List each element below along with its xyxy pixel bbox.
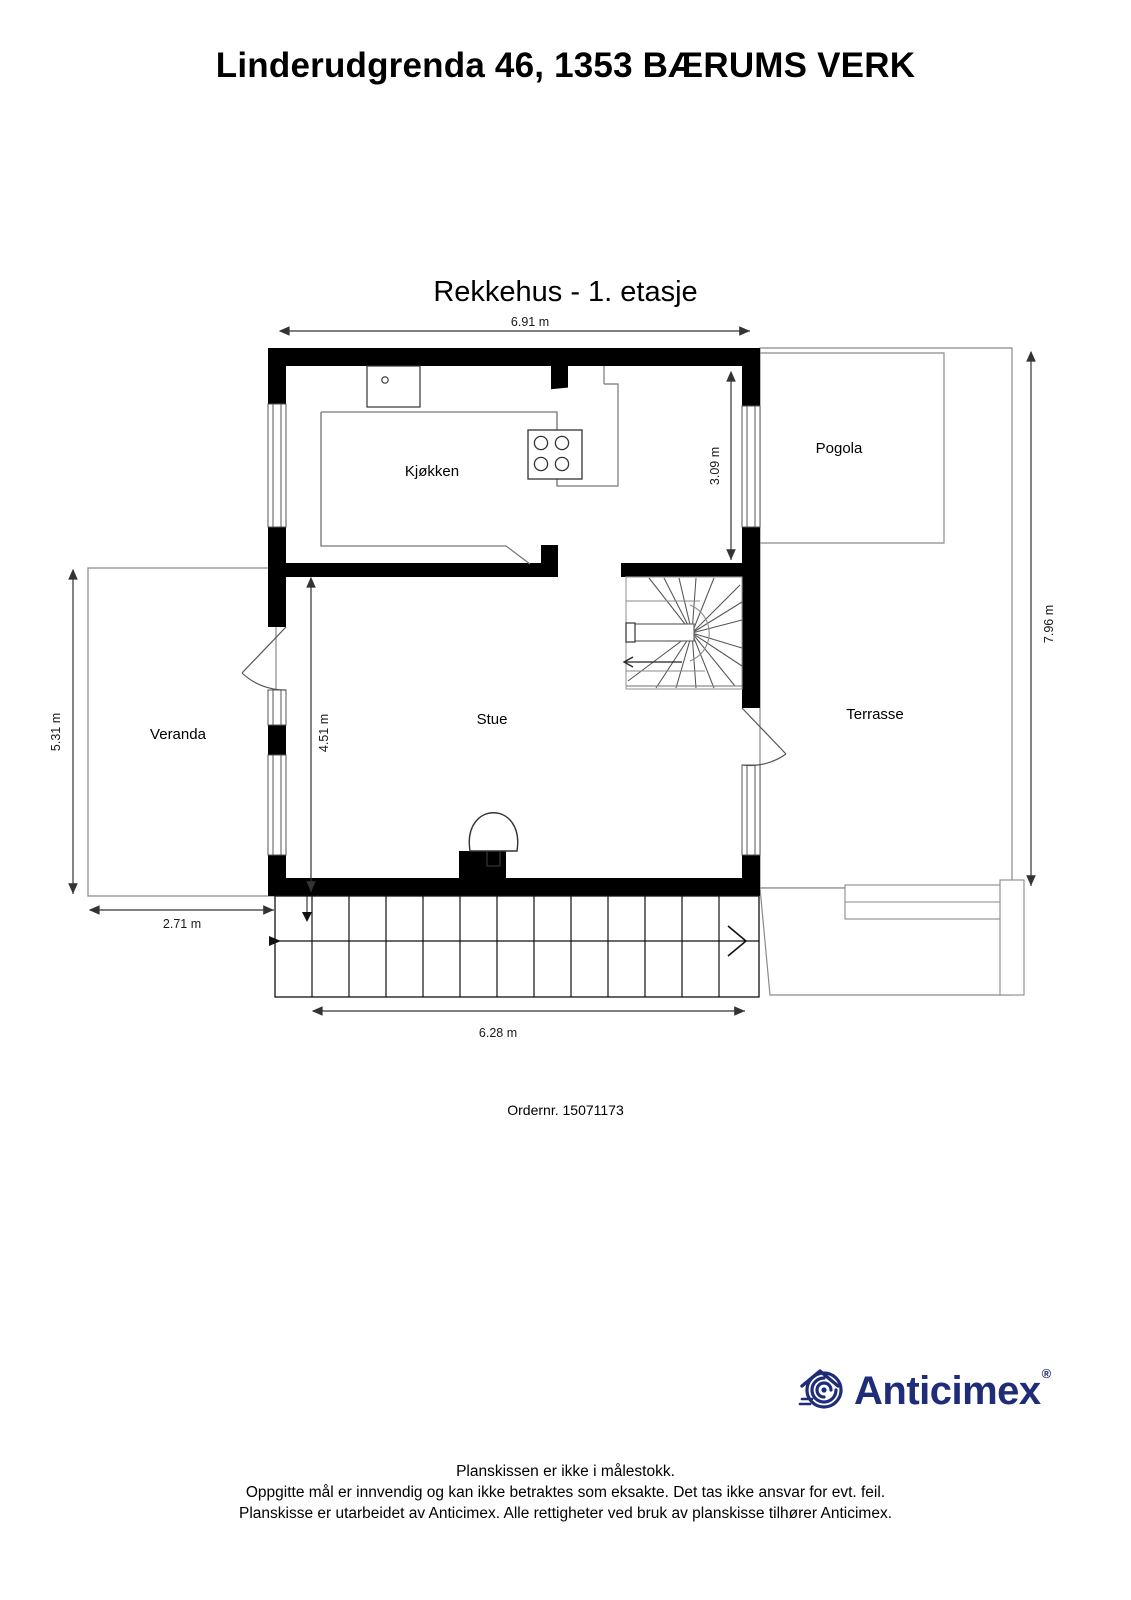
door-veranda [241,626,287,691]
floorplan-drawing: Kjøkken [49,315,1056,1040]
kitchen-counter [320,366,619,565]
dimension-left-height: 5.31 m [49,568,78,894]
anticimex-wordmark-text: Anticimex [854,1369,1041,1413]
dimension-kitchen-right-height: 3.09 m [708,370,736,560]
front-steps [269,895,760,998]
window-left-lower-b [267,754,287,856]
page-title: Linderudgrenda 46, 1353 BÆRUMS VERK [215,46,916,85]
disclaimer-line-2: Oppgitte mål er innvendig og kan ikke be… [245,1483,886,1501]
dimension-veranda-width-label: 2.71 m [163,917,201,931]
kitchen-sink [366,365,421,408]
order-number: Ordernr. 15071173 [507,1102,624,1118]
registered-trademark-icon: ® [1041,1365,1052,1381]
dimension-inner-height: 4.51 m [306,576,331,892]
window-left-lower-a [267,689,287,726]
dimension-right-height-label: 7.96 m [1042,605,1056,643]
dimension-right-height: 7.96 m [1026,350,1056,886]
anticimex-wordmark: Anticimex® [854,1367,1051,1413]
disclaimer-line-3: Planskisse er utarbeidet av Anticimex. A… [238,1504,892,1522]
room-label-pergola: Pogola [816,440,863,457]
room-label-kitchen: Kjøkken [405,463,459,480]
dimension-bottom-width-label: 6.28 m [479,1026,517,1040]
window-right-upper [741,405,761,528]
interior-walls [268,366,760,896]
window-right-lower [741,764,761,856]
room-label-living: Stue [477,711,508,728]
anticimex-logo: Anticimex® [798,1363,1056,1419]
dimension-veranda-width: 2.71 m [88,905,274,931]
staircase [622,576,743,690]
kitchen-stove [527,429,583,480]
dimension-kitchen-right-height-label: 3.09 m [708,447,722,485]
window-left-upper [267,403,287,528]
dimension-bottom-width: 6.28 m [311,1006,745,1040]
disclaimer-line-1: Planskissen er ikke i målestokk. [456,1463,675,1480]
room-label-veranda: Veranda [150,726,207,743]
fireplace [468,812,519,867]
door-terrace [741,707,787,767]
dimension-inner-height-label: 4.51 m [317,714,331,752]
dimension-top-width: 6.91 m [278,315,750,336]
terrace-steps [844,879,1025,996]
disclaimer-footer: Planskissen er ikke i målestokk. Oppgitt… [0,1462,1131,1525]
anticimex-spiral-icon [798,1366,846,1417]
dimension-left-height-label: 5.31 m [49,713,63,751]
dimension-top-width-label: 6.91 m [511,315,549,329]
plan-subtitle: Rekkehus - 1. etasje [433,276,698,308]
room-label-terrace: Terrasse [846,706,904,723]
